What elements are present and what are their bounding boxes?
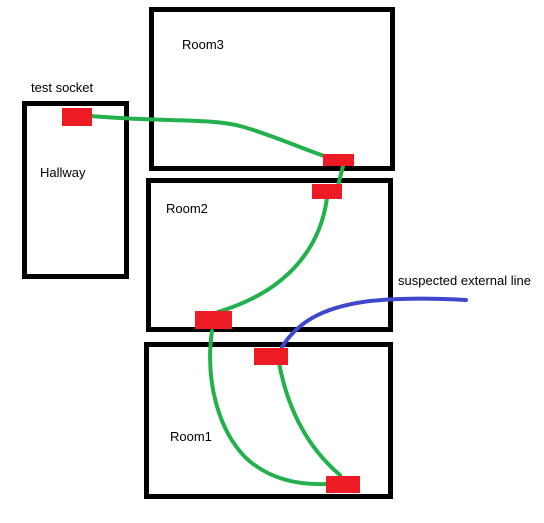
test-socket-marker bbox=[62, 108, 92, 126]
room1-lower-socket bbox=[326, 476, 360, 493]
room2-upper-socket bbox=[312, 184, 342, 199]
hallway-box bbox=[22, 101, 129, 279]
external-line-label: suspected external line bbox=[398, 273, 531, 288]
room2-label: Room2 bbox=[166, 201, 208, 216]
room3-box bbox=[149, 7, 395, 171]
room2-lower-socket bbox=[195, 311, 232, 329]
room1-upper-socket bbox=[254, 348, 288, 365]
test-socket-label: test socket bbox=[31, 80, 94, 95]
room3-label: Room3 bbox=[182, 37, 224, 52]
room1-label: Room1 bbox=[170, 429, 212, 444]
room3-socket bbox=[323, 154, 354, 166]
hallway-label: Hallway bbox=[40, 165, 86, 180]
